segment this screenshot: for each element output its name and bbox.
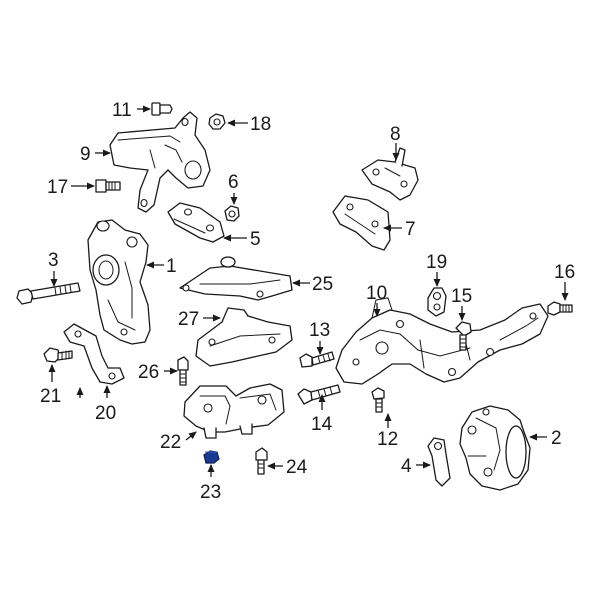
part-25-bracket[interactable] <box>179 256 293 301</box>
part-13-bolt[interactable] <box>299 351 335 368</box>
callout-19[interactable]: 19 <box>426 252 447 273</box>
part-12-bolt[interactable] <box>371 387 385 413</box>
callout-7[interactable]: 7 <box>405 219 416 240</box>
callout-14[interactable]: 14 <box>311 414 333 435</box>
callout-11[interactable]: 11 <box>112 100 132 121</box>
part-3-long-bolt[interactable] <box>16 282 81 305</box>
part-20-bracket[interactable] <box>63 323 125 385</box>
callout-23[interactable]: 23 <box>200 482 221 503</box>
part-14-bolt[interactable] <box>297 384 341 405</box>
callout-6[interactable]: 6 <box>228 172 239 193</box>
part-18-nut[interactable] <box>208 113 226 130</box>
callout-5[interactable]: 5 <box>250 229 261 250</box>
callout-15[interactable]: 15 <box>451 286 472 307</box>
part-15-bolt[interactable] <box>455 321 472 351</box>
part-22-mount[interactable] <box>183 383 285 439</box>
callout-25[interactable]: 25 <box>312 274 333 295</box>
callout-9[interactable]: 9 <box>80 144 91 165</box>
callout-26[interactable]: 26 <box>138 362 159 383</box>
callout-24[interactable]: 24 <box>286 457 308 478</box>
part-16-bolt[interactable] <box>547 301 573 316</box>
part-7-bracket[interactable] <box>332 195 391 251</box>
part-23-nut[interactable] <box>203 450 220 464</box>
callout-22[interactable]: 22 <box>160 432 181 453</box>
part-10-crossmember[interactable] <box>335 297 549 385</box>
callout-27[interactable]: 27 <box>178 309 199 330</box>
part-6-nut[interactable] <box>224 205 240 222</box>
callout-2[interactable]: 2 <box>551 428 562 449</box>
callout-labels: 11 18 9 17 6 5 8 7 3 1 25 27 10 19 15 16… <box>40 100 575 503</box>
callout-17[interactable]: 17 <box>47 177 68 198</box>
callout-3[interactable]: 3 <box>48 250 59 271</box>
callout-20[interactable]: 20 <box>95 403 116 424</box>
part-17-bolt[interactable] <box>95 179 121 193</box>
callout-8[interactable]: 8 <box>390 124 401 145</box>
part-9-upper-bracket[interactable] <box>109 111 211 213</box>
part-24-bolt[interactable] <box>255 447 268 475</box>
callout-18[interactable]: 18 <box>250 114 271 135</box>
part-1-engine-mount[interactable] <box>87 219 151 345</box>
callout-21[interactable]: 21 <box>40 386 61 407</box>
callout-10[interactable]: 10 <box>366 283 387 304</box>
part-4-link[interactable] <box>427 437 451 487</box>
callout-1[interactable]: 1 <box>166 256 177 277</box>
part-8-bracket[interactable] <box>361 147 419 201</box>
callout-13[interactable]: 13 <box>309 320 330 341</box>
part-11-bolt[interactable] <box>151 102 173 116</box>
part-26-bolt[interactable] <box>177 356 189 386</box>
leader-lines <box>48 105 569 477</box>
part-19-plate[interactable] <box>427 287 447 317</box>
callout-16[interactable]: 16 <box>554 262 575 283</box>
callout-4[interactable]: 4 <box>401 456 412 477</box>
part-5-bracket[interactable] <box>167 202 225 243</box>
part-27-bracket[interactable] <box>195 307 293 367</box>
part-21-bolt[interactable] <box>43 347 73 363</box>
callout-12[interactable]: 12 <box>377 429 398 450</box>
part-2-mount[interactable] <box>459 405 531 491</box>
